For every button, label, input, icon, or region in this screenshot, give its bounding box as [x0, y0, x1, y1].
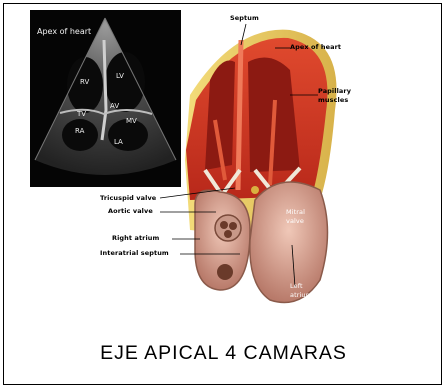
- label-aortic: Aortic valve: [108, 207, 153, 215]
- label-apex: Apex of heart: [290, 43, 341, 51]
- label-tricuspid: Tricuspid valve: [100, 194, 156, 202]
- label-papillary: Papillary muscles: [318, 87, 351, 105]
- slide-caption: EJE APICAL 4 CAMARAS: [0, 342, 447, 365]
- label-left-atrium: Left atrium: [290, 282, 312, 300]
- label-interatrial: Interatrial septum: [100, 249, 169, 257]
- label-right-atrium: Right atrium: [112, 234, 159, 242]
- label-mitral: Mitral valve: [286, 208, 305, 226]
- label-septum: Septum: [230, 14, 259, 22]
